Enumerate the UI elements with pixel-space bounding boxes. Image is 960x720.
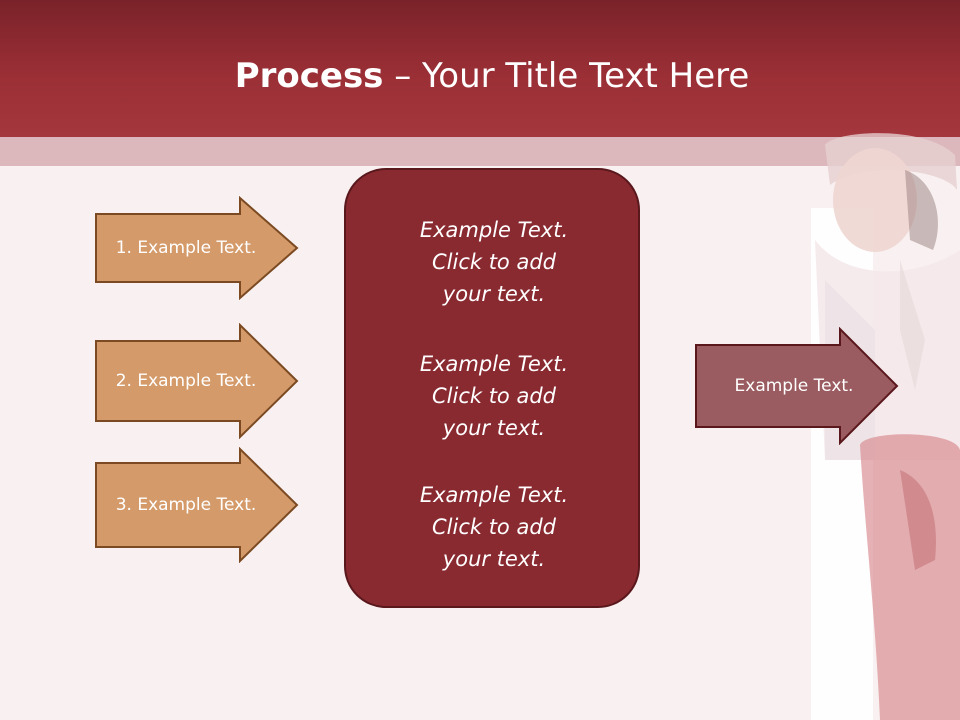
process-arrow-2[interactable] (94, 323, 300, 439)
result-arrow[interactable] (694, 327, 900, 445)
result-arrow-label: Example Text. (734, 376, 854, 396)
arrow-1-label: 1. Example Text. (115, 238, 257, 258)
block-3-line-3: your text. (442, 547, 546, 571)
block-1-line-2: Click to add (431, 250, 556, 274)
slide-title[interactable]: Process – Your Title Text Here (0, 52, 960, 100)
center-text-box[interactable]: Example Text. Click to add your text. Ex… (344, 168, 640, 608)
title-bold: Process (234, 56, 384, 96)
center-block-3: Example Text. Click to add your text. (346, 479, 642, 575)
center-block-1: Example Text. Click to add your text. (346, 214, 642, 310)
arrow-3-label: 3. Example Text. (115, 495, 257, 515)
process-arrow-1[interactable] (94, 196, 300, 300)
block-1-line-3: your text. (442, 282, 546, 306)
block-1-line-1: Example Text. (419, 218, 569, 242)
title-rest: – Your Title Text Here (383, 56, 750, 96)
block-3-line-2: Click to add (431, 515, 556, 539)
title-bar (0, 0, 960, 137)
woman-photo (811, 133, 960, 720)
title-band (0, 137, 960, 166)
center-block-2: Example Text. Click to add your text. (346, 348, 642, 444)
block-2-line-2: Click to add (431, 384, 556, 408)
process-arrow-3[interactable] (94, 447, 300, 563)
block-2-line-3: your text. (442, 416, 546, 440)
block-2-line-1: Example Text. (419, 352, 569, 376)
block-3-line-1: Example Text. (419, 483, 569, 507)
arrow-2-label: 2. Example Text. (115, 371, 257, 391)
